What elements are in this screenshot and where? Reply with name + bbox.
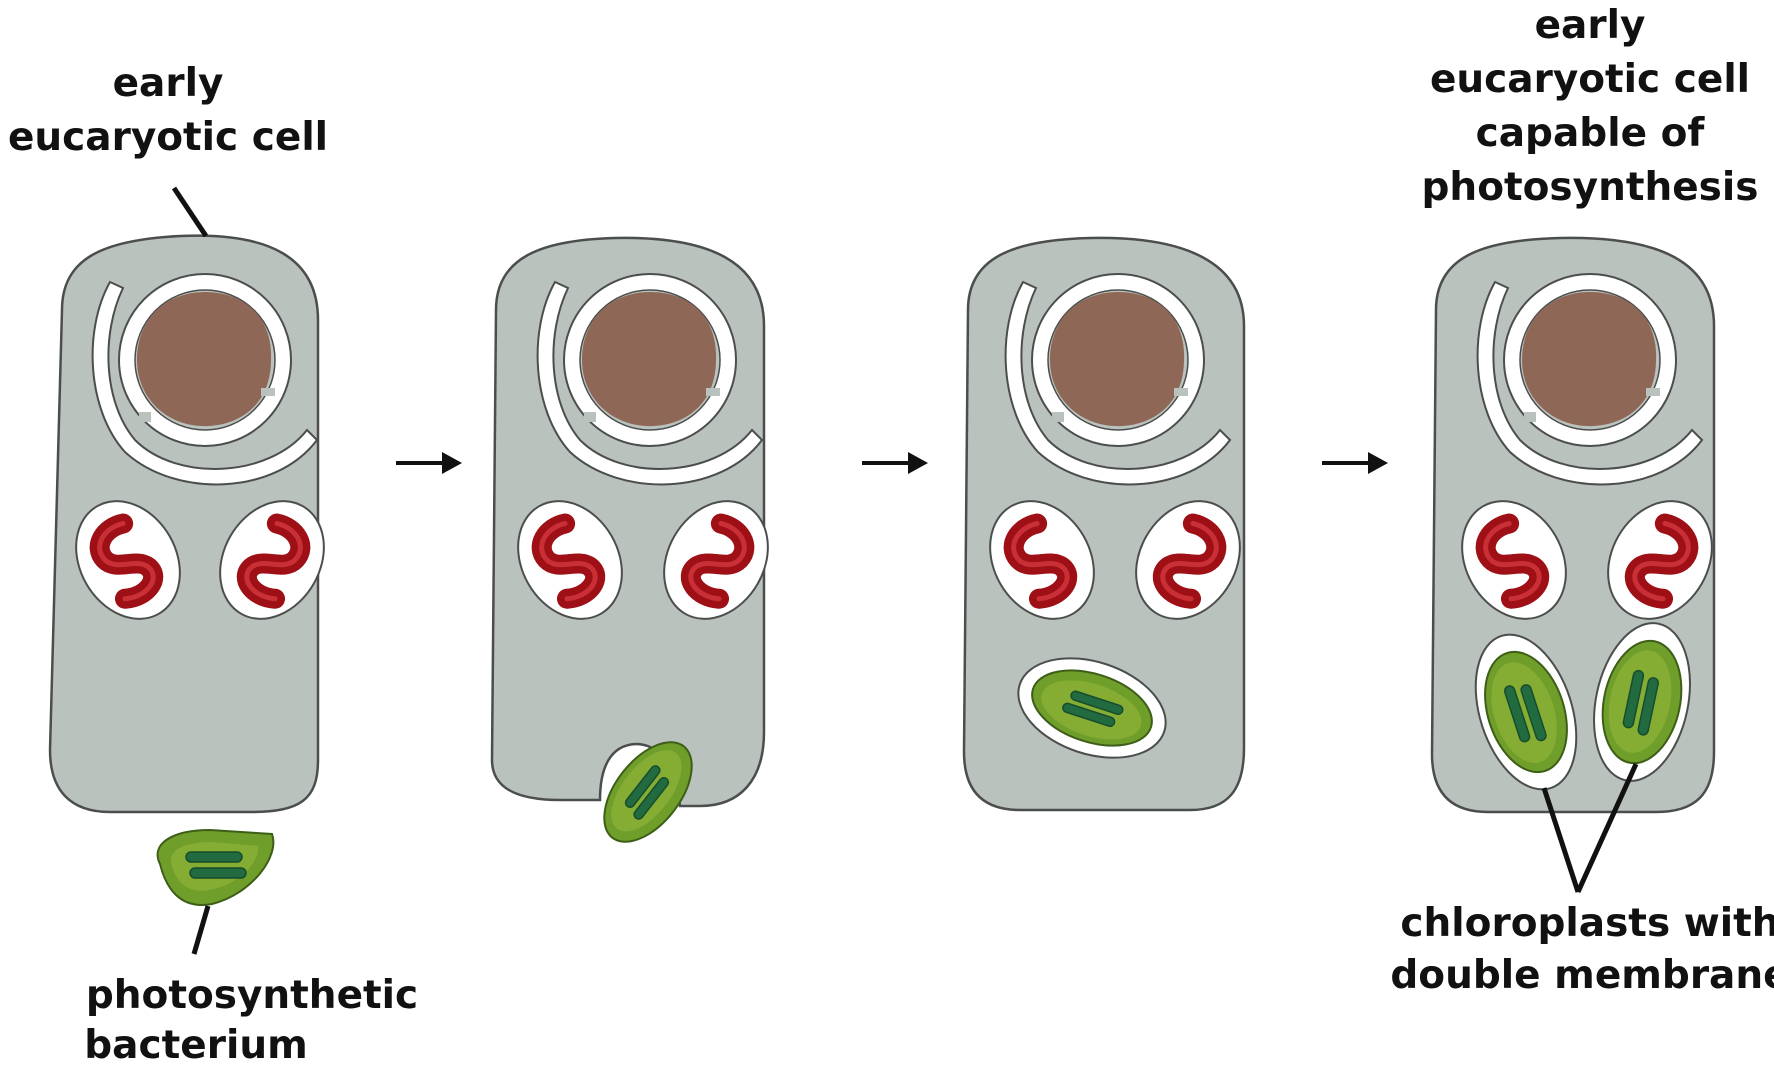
bacterium-pointer bbox=[194, 906, 208, 954]
stage-2-cell bbox=[492, 238, 789, 858]
photosynthetic-cell-label-line-4: photosynthesis bbox=[1422, 165, 1759, 210]
bacterium-label-line-1: photosynthetic bbox=[86, 973, 418, 1018]
bacterium-label-line-2: bacterium bbox=[84, 1023, 307, 1068]
early-cell-label: early eucaryotic cell bbox=[8, 61, 328, 160]
photosynthetic-cell-label: early eucaryotic cell capable of photosy… bbox=[1422, 3, 1759, 210]
arrow-2 bbox=[862, 452, 928, 474]
photosynthetic-cell-label-line-1: early bbox=[1535, 3, 1646, 48]
photosynthetic-cell-label-line-2: eucaryotic cell bbox=[1430, 57, 1750, 102]
early-cell-pointer bbox=[174, 188, 206, 236]
arrow-1 bbox=[396, 452, 462, 474]
chloroplasts-label: chloroplasts with double membrane bbox=[1390, 901, 1774, 998]
arrow-3 bbox=[1322, 452, 1388, 474]
chloroplasts-label-line-1: chloroplasts with bbox=[1400, 901, 1774, 946]
free-bacterium bbox=[158, 830, 274, 905]
photosynthetic-cell-label-line-3: capable of bbox=[1476, 111, 1706, 156]
stage-1-cell bbox=[50, 236, 345, 812]
chloroplasts-label-line-2: double membrane bbox=[1390, 953, 1774, 998]
stage-4-cell bbox=[1432, 238, 1733, 812]
stage-3-cell bbox=[964, 238, 1261, 810]
bacterium-label: photosynthetic bacterium bbox=[84, 973, 418, 1068]
early-cell-label-line-2: eucaryotic cell bbox=[8, 115, 328, 160]
early-cell-label-line-1: early bbox=[113, 61, 224, 106]
